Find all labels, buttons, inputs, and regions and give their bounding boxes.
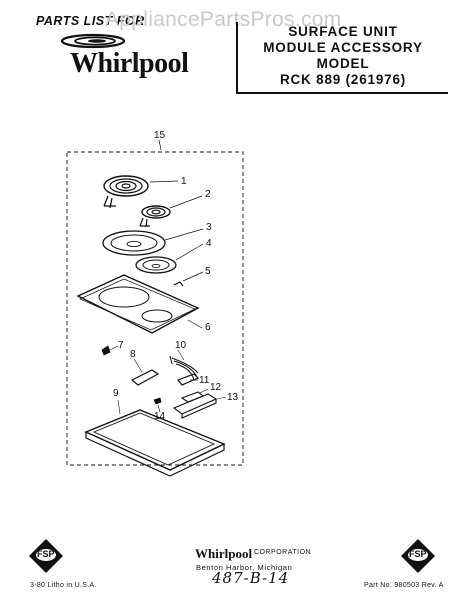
whirlpool-swirl-icon [60, 33, 126, 49]
part-9-base-pan [84, 409, 226, 477]
footer-city: Benton Harbor, Michigan [196, 563, 293, 572]
callout-14: 14 [154, 411, 166, 422]
callout-7: 7 [118, 340, 124, 351]
fsp-logo-text-left: FSP [37, 549, 55, 559]
part-2-small-element [139, 205, 171, 228]
part-11-terminal-block [177, 373, 200, 386]
title-line-4: RCK 889 (261976) [279, 72, 407, 87]
callout-6: 6 [205, 322, 211, 333]
callout-8: 8 [130, 349, 136, 360]
part-14-screw [153, 397, 162, 405]
footer-corporation: CORPORATION [254, 549, 312, 556]
parts-list-label: PARTS LIST FOR [36, 14, 145, 28]
callout-4: 4 [206, 238, 212, 249]
callout-9: 9 [113, 388, 119, 399]
part-number: Part No. 980503 Rev. A [364, 582, 444, 589]
print-info: 3-80 Litho in U.S.A. [30, 582, 97, 589]
fsp-logo-icon [401, 539, 435, 573]
part-8-bracket [130, 369, 160, 386]
part-6-cooktop-plate [76, 274, 200, 334]
part-13-switch-block [172, 393, 218, 419]
title-line-2: MODULE ACCESSORY [263, 40, 423, 55]
title-line-1: SURFACE UNIT [288, 24, 398, 39]
callout-15: 15 [154, 130, 166, 141]
callout-13: 13 [227, 392, 239, 403]
part-5-clip [173, 281, 184, 287]
callout-1: 1 [181, 176, 187, 187]
part-4-small-drip-bowl [135, 256, 177, 274]
callout-12: 12 [210, 382, 222, 393]
brand-logo: Whirlpool [70, 48, 189, 79]
part-3-large-drip-bowl [102, 230, 166, 256]
callout-5: 5 [205, 266, 211, 277]
title-line-3: MODEL [316, 56, 370, 71]
callout-11: 11 [199, 375, 210, 386]
callout-3: 3 [206, 222, 212, 233]
fsp-logo-icon [29, 539, 63, 573]
fsp-logo-text-right: FSP [409, 549, 427, 559]
handwritten-note: 487-B-14 [212, 569, 290, 587]
part-1-large-element [103, 175, 149, 209]
callout-2: 2 [205, 189, 211, 200]
watermark: AppliancePartsPros.com [105, 8, 342, 31]
title-box: SURFACE UNIT MODULE ACCESSORY MODEL RCK … [236, 22, 448, 94]
callout-10: 10 [175, 340, 187, 351]
footer-brand: Whirlpool [195, 546, 253, 561]
part-7-screw [101, 345, 111, 356]
